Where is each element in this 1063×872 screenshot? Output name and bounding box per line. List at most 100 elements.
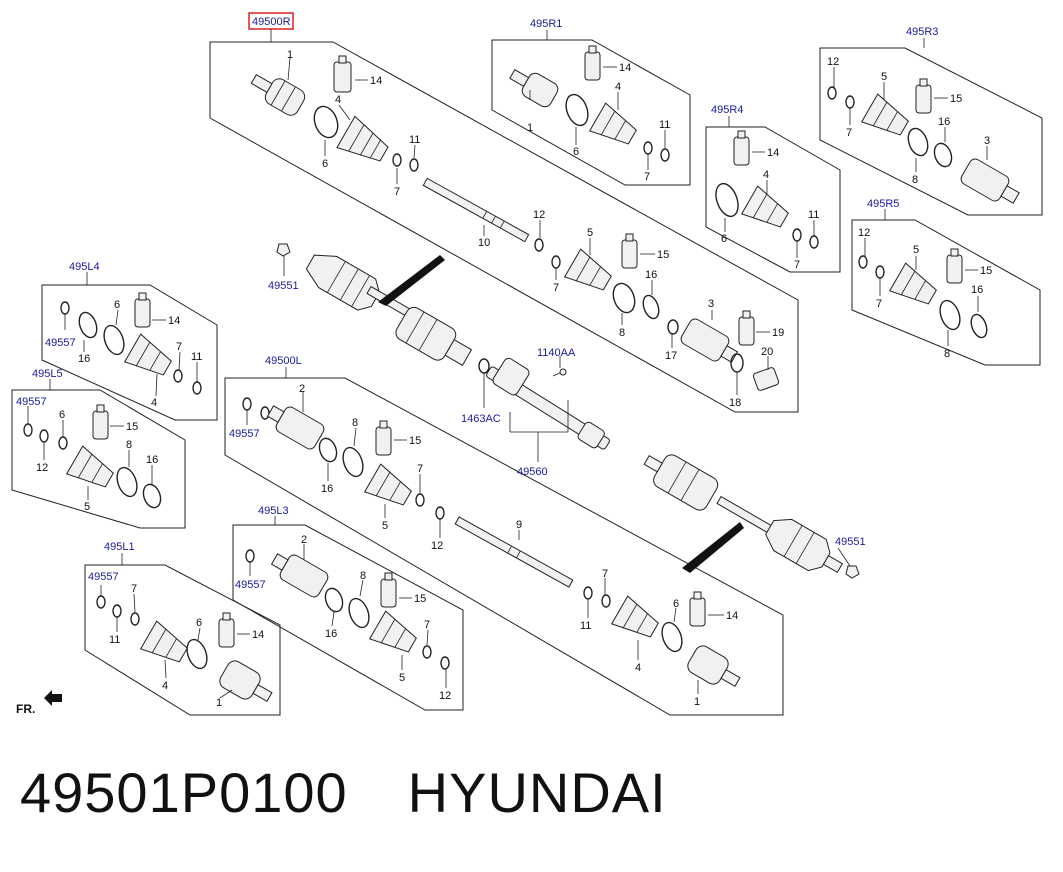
callout-10: 10 (478, 237, 490, 249)
group-label-495L4: 495L4 (69, 261, 100, 273)
callout-6: 6 (114, 299, 120, 311)
ref-49551-upper: 49551 (268, 280, 299, 292)
callout-16: 16 (645, 269, 657, 281)
callout-6: 6 (59, 409, 65, 421)
callout-19: 19 (772, 327, 784, 339)
group-label-495L5: 495L5 (32, 368, 63, 380)
callout-5: 5 (382, 520, 388, 532)
callout-6: 6 (673, 598, 679, 610)
callout-16: 16 (325, 628, 337, 640)
callout-6: 6 (721, 233, 727, 245)
callout-11: 11 (109, 634, 120, 646)
brand-name: HYUNDAI (407, 761, 667, 824)
callout-5: 5 (913, 244, 919, 256)
outer-joint-1-right (250, 73, 306, 116)
callout-6: 6 (196, 617, 202, 629)
callout-6: 6 (573, 146, 579, 158)
group-label-495R5: 495R5 (867, 198, 899, 210)
callout-7: 7 (394, 186, 400, 198)
callout-7: 7 (131, 583, 137, 595)
callout-4: 4 (162, 680, 168, 692)
callout-5: 5 (84, 501, 90, 513)
callout-15: 15 (980, 265, 992, 277)
callout-8: 8 (619, 327, 625, 339)
callout-12: 12 (439, 690, 451, 702)
group-label-49500L: 49500L (265, 355, 302, 367)
callout-7: 7 (602, 568, 608, 580)
callout-1: 1 (216, 697, 222, 709)
group-label-495R1: 495R1 (530, 18, 562, 30)
intermediate-bracket (486, 357, 610, 450)
callout-1: 1 (527, 122, 533, 134)
callout-2: 2 (299, 383, 305, 395)
callout-7: 7 (553, 282, 559, 294)
callout-7: 7 (424, 619, 430, 631)
callout-7: 7 (876, 298, 882, 310)
callout-6: 6 (322, 158, 328, 170)
assembled-shaft-upper (276, 243, 473, 366)
callout-18: 18 (729, 397, 741, 409)
ref-49557-L5: 49557 (16, 396, 47, 408)
callout-12: 12 (431, 540, 443, 552)
callout-5: 5 (881, 71, 887, 83)
callout-1: 1 (694, 696, 700, 708)
callout-14: 14 (619, 62, 631, 74)
group-label-495R4: 495R4 (711, 104, 743, 116)
callout-4: 4 (335, 94, 341, 106)
callout-8: 8 (912, 174, 918, 186)
part-caption: 49501P0100 HYUNDAI (20, 760, 667, 825)
group-panel-outlines (11, 39, 1043, 716)
front-direction-label: FR. (16, 702, 36, 716)
callout-7: 7 (417, 463, 423, 475)
callout-3: 3 (708, 298, 714, 310)
callout-14: 14 (726, 610, 738, 622)
callout-8: 8 (352, 417, 358, 429)
callout-4: 4 (635, 662, 641, 674)
callout-5: 5 (399, 672, 405, 684)
callout-12: 12 (533, 209, 545, 221)
callout-12: 12 (36, 462, 48, 474)
callout-16: 16 (938, 116, 950, 128)
callout-14: 14 (252, 629, 264, 641)
ref-49557-L1: 49557 (88, 571, 119, 583)
assembled-shaft-lower (643, 454, 860, 579)
callout-2: 2 (301, 534, 307, 546)
callout-7: 7 (794, 259, 800, 271)
front-arrow-icon (44, 690, 62, 706)
callout-11: 11 (191, 351, 202, 363)
callout-16: 16 (78, 353, 90, 365)
ref-49551-lower: 49551 (835, 536, 866, 548)
callout-8: 8 (944, 348, 950, 360)
part-number: 49501P0100 (20, 761, 348, 824)
callout-20: 20 (761, 346, 773, 358)
ref-49557-49500L: 49557 (229, 428, 260, 440)
ref-49557-L3: 49557 (235, 579, 266, 591)
callout-16: 16 (146, 454, 158, 466)
callout-8: 8 (360, 570, 366, 582)
group-label-495L3: 495L3 (258, 505, 289, 517)
callout-8: 8 (126, 439, 132, 451)
callout-4: 4 (763, 169, 769, 181)
callout-14: 14 (370, 75, 382, 87)
group-label-495R3: 495R3 (906, 26, 938, 38)
callout-17: 17 (665, 350, 677, 362)
callout-7: 7 (644, 171, 650, 183)
callout-4: 4 (615, 81, 621, 93)
callout-15: 15 (950, 93, 962, 105)
callout-16: 16 (971, 284, 983, 296)
callout-12: 12 (827, 56, 839, 68)
callout-15: 15 (126, 421, 138, 433)
callout-14: 14 (767, 147, 779, 159)
callout-15: 15 (414, 593, 426, 605)
callout-5: 5 (587, 227, 593, 239)
callout-15: 15 (657, 249, 669, 261)
callout-11: 11 (808, 209, 819, 221)
ref-1463AC: 1463AC (461, 413, 501, 425)
callout-11: 11 (409, 134, 420, 146)
callout-7: 7 (846, 127, 852, 139)
group-label-495L1: 495L1 (104, 541, 135, 553)
callout-4: 4 (151, 397, 157, 409)
group-code-labels: 49500R 495R1 495R3 495R4 495R5 495L4 495… (32, 12, 938, 565)
ref-1140AA: 1140AA (537, 347, 576, 359)
